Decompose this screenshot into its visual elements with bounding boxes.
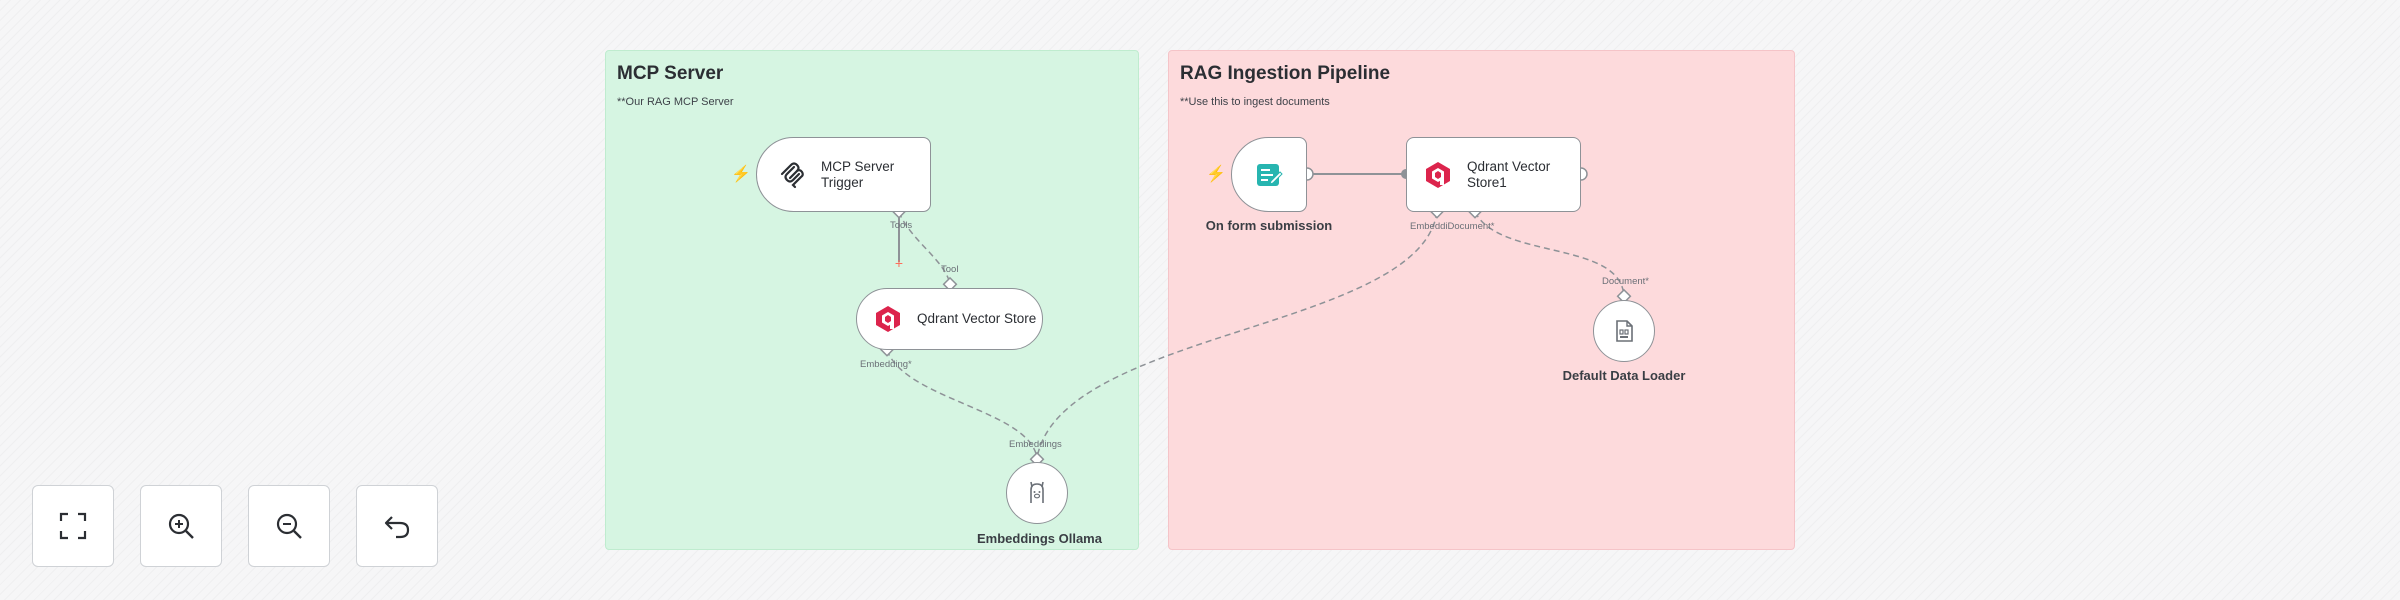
qdrant-icon xyxy=(1423,160,1453,190)
zoom-in-button[interactable] xyxy=(140,485,222,567)
port-label-embeddings: Embeddings xyxy=(1009,439,1062,450)
form-icon xyxy=(1255,161,1283,189)
zoom-out-icon xyxy=(276,513,302,539)
undo-icon xyxy=(384,516,410,539)
node-embeddings-ollama[interactable] xyxy=(1006,462,1068,524)
sticky-subtitle: **Use this to ingest documents xyxy=(1180,96,1330,108)
ollama-icon xyxy=(1026,481,1048,505)
node-label-on-form-submission: On form submission xyxy=(1205,218,1333,233)
zoom-out-button[interactable] xyxy=(248,485,330,567)
reset-zoom-button[interactable] xyxy=(356,485,438,567)
sticky-title: RAG Ingestion Pipeline xyxy=(1180,63,1391,84)
node-label-embeddings-ollama: Embeddings Ollama xyxy=(977,531,1102,546)
trigger-bolt-icon: ⚡ xyxy=(1206,166,1226,183)
node-label-default-data-loader: Default Data Loader xyxy=(1562,368,1686,383)
port-label-tools: Tools xyxy=(890,220,913,231)
node-mcp-server-trigger[interactable]: MCP Server Trigger xyxy=(756,137,931,212)
node-qdrant-vector-store1[interactable]: Qdrant Vector Store1 xyxy=(1406,137,1581,212)
port-label-embedding: Embedding* xyxy=(860,359,912,370)
port-label-document: Document* xyxy=(1602,276,1649,287)
document-icon xyxy=(1614,319,1634,343)
node-default-data-loader[interactable] xyxy=(1593,300,1655,362)
fit-view-button[interactable] xyxy=(32,485,114,567)
qdrant-icon xyxy=(873,304,903,334)
fullscreen-icon xyxy=(59,512,87,540)
node-label: MCP Server Trigger xyxy=(821,158,895,190)
trigger-bolt-icon: ⚡ xyxy=(731,166,751,183)
node-on-form-submission[interactable] xyxy=(1231,137,1307,212)
zoom-in-icon xyxy=(168,513,194,539)
node-label: Qdrant Vector Store xyxy=(917,311,1037,326)
sticky-subtitle: **Our RAG MCP Server xyxy=(617,96,734,108)
mcp-icon xyxy=(777,160,807,190)
sticky-note-rag-ingestion[interactable]: RAG Ingestion Pipeline **Use this to ing… xyxy=(1168,50,1795,550)
sticky-title: MCP Server xyxy=(617,63,724,84)
port-label-ingest: EmbeddiDocument* xyxy=(1410,221,1495,232)
node-qdrant-vector-store[interactable]: Qdrant Vector Store xyxy=(856,288,1043,350)
node-label: Qdrant Vector Store1 xyxy=(1467,158,1551,190)
port-label-tool: Tool xyxy=(941,264,959,275)
